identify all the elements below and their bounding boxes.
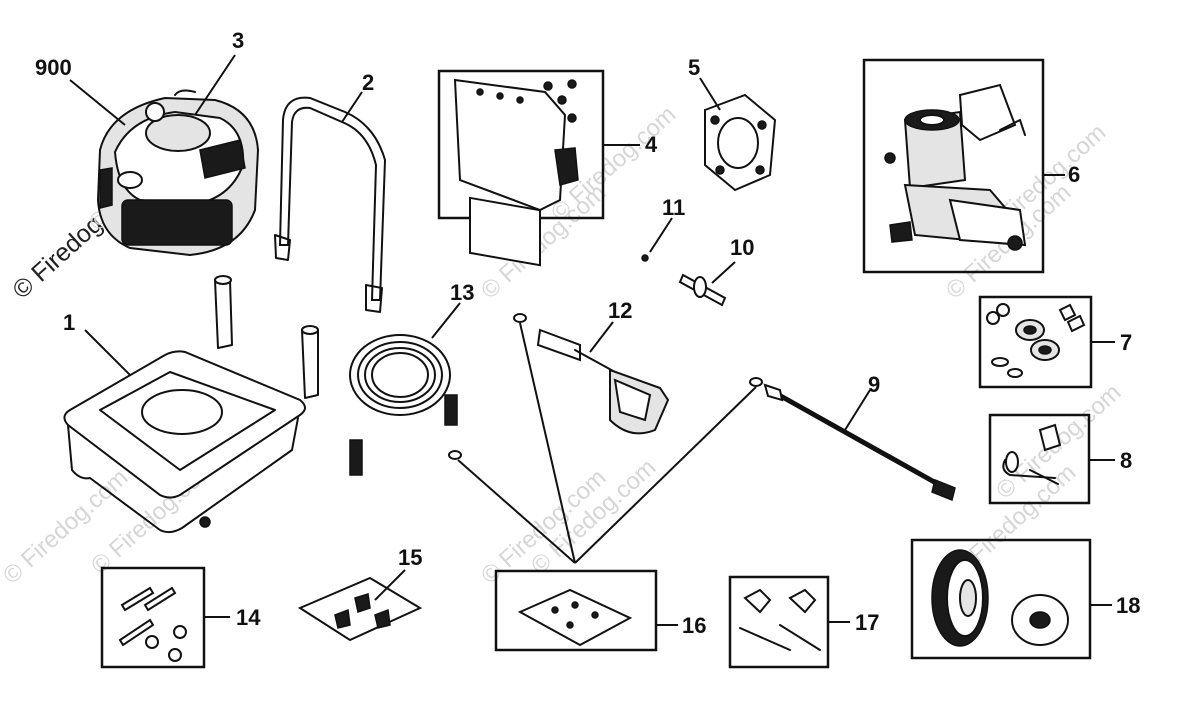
handle-part[interactable]	[274, 96, 387, 313]
box-18	[910, 538, 1092, 660]
bag-kit-part[interactable]	[517, 588, 633, 647]
wand-part[interactable]	[749, 377, 956, 502]
callout-11[interactable]: 11	[662, 195, 685, 220]
leader-lines	[69, 54, 1115, 626]
callout-16[interactable]: 16	[682, 613, 706, 638]
bearing-kit-part[interactable]	[986, 303, 1086, 378]
frame-part[interactable]	[63, 275, 319, 534]
fitting-part[interactable]	[641, 254, 727, 307]
callout-15[interactable]: 15	[398, 545, 422, 570]
callout-4[interactable]: 4	[645, 132, 658, 157]
callout-900[interactable]: 900	[35, 55, 72, 80]
callout-6[interactable]: 6	[1068, 162, 1080, 187]
gun-part[interactable]	[513, 313, 670, 435]
callout-9[interactable]: 9	[868, 372, 880, 397]
callout-13[interactable]: 13	[450, 280, 474, 305]
callout-5[interactable]: 5	[688, 55, 700, 80]
callout-12[interactable]: 12	[608, 298, 632, 323]
callout-14[interactable]: 14	[236, 605, 261, 630]
engine-part[interactable]	[96, 89, 260, 257]
callout-3[interactable]: 3	[232, 28, 244, 53]
callout-7[interactable]: 7	[1120, 330, 1132, 355]
callout-2[interactable]: 2	[362, 70, 374, 95]
callout-18[interactable]: 18	[1116, 593, 1140, 618]
box-17	[728, 575, 830, 669]
hose-part[interactable]	[349, 334, 462, 476]
knob-kit-part[interactable]	[739, 588, 821, 651]
box-6	[862, 58, 1045, 274]
panel-bracket-part[interactable]	[453, 78, 579, 267]
pump-part[interactable]	[884, 83, 1027, 251]
pin-kit-part[interactable]	[1002, 423, 1062, 485]
bolt-kit-part[interactable]	[118, 586, 187, 662]
callout-17[interactable]: 17	[855, 610, 879, 635]
callout-8[interactable]: 8	[1120, 448, 1132, 473]
box-16	[494, 569, 658, 652]
callout-1[interactable]: 1	[63, 310, 75, 335]
callouts: 900 3 1 2 4 5 6 7 8 9 10 11 12 13 14 15 …	[35, 28, 1140, 638]
box-14	[100, 566, 206, 669]
callout-10[interactable]: 10	[730, 235, 754, 260]
flange-part[interactable]	[704, 93, 777, 192]
wheel-part[interactable]	[931, 549, 1069, 647]
nozzle-kit-part[interactable]	[297, 576, 423, 642]
